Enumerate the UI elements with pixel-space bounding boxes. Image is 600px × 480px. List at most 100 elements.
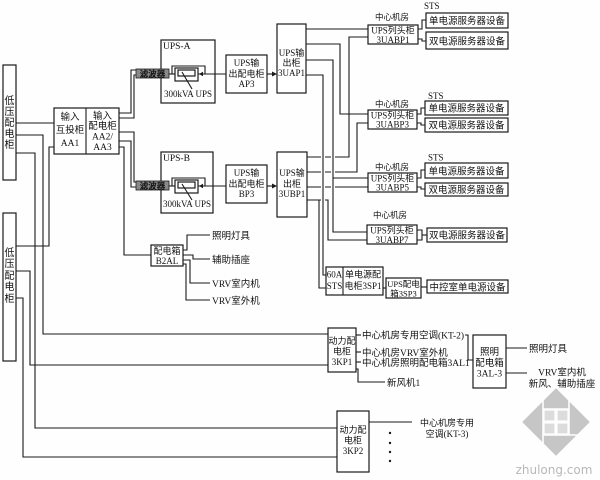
ups-b-filter: [135, 180, 170, 191]
cable-b2al-lighting: [183, 234, 210, 251]
3al3-load-label: 照明灯具: [529, 344, 568, 355]
dual-supply-server-label: 双电源服务器设备: [429, 36, 506, 48]
cable-aa-to-ups-b-filter-2: [119, 140, 136, 188]
arrow-left-icon: [199, 71, 203, 77]
ups-a: UPS-A 滤波器 300kVA UPS: [135, 39, 216, 104]
cable-aa-to-b2al: [119, 146, 151, 256]
3ubp1-label-line: 3UBP1: [279, 189, 306, 199]
cable-3ubp1-to-3uabp1: [307, 36, 368, 158]
cable-3ubp1-to-3uabp7: [307, 199, 368, 241]
arrow-right-icon: [272, 183, 277, 189]
b2al-label-line: B2AL: [156, 256, 179, 266]
cable-3uap1-to-sts: [306, 74, 326, 276]
3kp2-label-line: 3KP2: [343, 446, 364, 456]
ups-a-filter-label: 滤波器: [140, 69, 166, 79]
ups-distribution-box-3sp3: UPS配电 箱3SP3: [385, 277, 422, 299]
ups-module-icon: [174, 179, 199, 201]
ap3-label-line: 出配电柜: [228, 68, 264, 79]
cable-3uabp1-to-single-supply: [418, 19, 426, 30]
column-head-label-line: 3UABP7: [375, 235, 409, 245]
single-supply-server-box: [424, 100, 509, 116]
column-head-frame: [367, 109, 418, 130]
3sp3-label-line: 箱3SP3: [390, 289, 416, 299]
single-supply-server-label: 单电源服务器设备: [429, 15, 506, 27]
lv-cabinet-label-char: 配: [5, 270, 15, 282]
continuation-dot: [388, 431, 392, 435]
cable-lv2-to-3kp2: [16, 297, 337, 458]
cable-ups-b-bypass: [171, 177, 206, 186]
lv-cabinet-label-char: 配: [5, 117, 15, 129]
continuation-dot: [388, 450, 392, 454]
ups-module-outer: [174, 179, 199, 194]
aa2-aa3-label-line: 配电柜: [88, 120, 117, 132]
dual-supply-server-label: 双电源服务器设备: [429, 230, 506, 242]
arrow-right-icon: [272, 71, 277, 77]
column-head-label-line: UPS列头柜: [370, 225, 414, 236]
cable-3uabp5-to-single-supply: [417, 169, 425, 179]
3uap1-label-line: UPS输: [279, 47, 305, 58]
continuation-dot: [388, 441, 392, 445]
bp3-label-line: 出配电柜: [228, 178, 264, 189]
cable-b2al-socket: [183, 254, 210, 260]
cable-aa-to-ups-b-filter-1: [119, 131, 136, 183]
cable-ups-a-bypass: [171, 65, 206, 74]
ups-module-leader: [181, 71, 193, 90]
cable-3uap1-to-3uabp3: [306, 43, 368, 115]
watermark-text: zhulong.com: [516, 463, 593, 477]
3al3-frame: [472, 334, 507, 389]
ups-module-inner: [177, 181, 196, 189]
sts-cabinet-3sp1: 60A STS 单电源配 电柜3SP1: [325, 266, 384, 296]
lv-cabinet-1: 低 压 配 电 柜: [2, 64, 17, 181]
3kp1-load-label: 中心机房照明配电箱3AL1: [362, 357, 470, 369]
cable-b2al-vrv-outdoor: [183, 263, 210, 301]
lv-cabinet-label-char: 电: [5, 280, 15, 293]
ap3-label-line: AP3: [238, 79, 255, 89]
3kp2-frame: [336, 410, 370, 473]
3kp1-label-line: 3KP1: [332, 357, 353, 367]
aa1-label-line: AA1: [61, 139, 80, 149]
logo-arrow-down: [532, 434, 580, 459]
cable-b2al-vrv-indoor: [183, 259, 210, 284]
ups-a-title: UPS-A: [163, 42, 191, 52]
lighting-box-3al3: 照明 配电箱 3AL-3 照明灯具 VRV室内机 新风、辅助插座: [472, 334, 596, 390]
arrow-left-icon: [199, 183, 203, 189]
ups-a-rating: 300kVA UPS: [164, 89, 212, 99]
cable-lv1-to-3kp1: [16, 134, 328, 335]
lv-cabinet-label-char: 电: [5, 127, 15, 140]
3kp1-frame: [327, 327, 357, 373]
column-head-frame: [367, 24, 419, 45]
ups-module-icon: [174, 67, 199, 90]
cable-3kp1-fresh-air: [356, 368, 385, 383]
dual-supply-server-label: 双电源服务器设备: [428, 120, 505, 132]
column-head-frame: [366, 224, 418, 245]
3ubp1-label-line: 出柜: [283, 178, 301, 189]
watermark-logo-icon: [519, 385, 593, 459]
cable-aa-to-ups-a-filter-2: [119, 74, 136, 119]
logo-arrow-left: [519, 398, 544, 446]
logo-square: [556, 422, 569, 435]
column-head-cabinet-3uabp3: 中心机房 UPS列头柜 3UABP3 STS 单电源服务器设备 双电源服务器设备: [367, 91, 509, 133]
3al3-label-line: 3AL-3: [477, 370, 503, 380]
room-label: 中心机房: [375, 162, 409, 172]
cable-3uabp3-to-single-supply: [417, 107, 425, 115]
aa2-aa3-label-line: AA3: [93, 143, 112, 153]
cable-lv2-to-aa1: [16, 146, 54, 247]
logo-square: [543, 422, 556, 435]
b2al-label-line: 配电箱: [153, 245, 180, 256]
column-head-label-line: UPS列头柜: [371, 110, 415, 121]
aa2-aa3-label-line: AA2/: [92, 133, 113, 143]
single-supply-server-box: [425, 12, 509, 29]
cable-lv1-to-3kp2: [16, 152, 337, 429]
watermark: zhulong.com: [516, 385, 593, 477]
3al3-label-line: 照明: [480, 347, 499, 358]
cable-3kp1-to-3al3: [465, 334, 473, 361]
column-head-label-line: 3UABP1: [376, 35, 409, 45]
aa1-label-line: 互投柜: [56, 124, 85, 136]
b2al-load-label: 辅助插座: [212, 254, 251, 266]
logo-square: [556, 409, 569, 422]
cable-3uabp1-to-dual-supply: [418, 38, 426, 42]
3ubp1-label-line: UPS输: [279, 167, 305, 178]
lv-cabinet-label-char: 压: [5, 106, 15, 118]
column-head-frame: [367, 172, 418, 193]
lv-cabinet-label-char: 低: [5, 94, 15, 107]
